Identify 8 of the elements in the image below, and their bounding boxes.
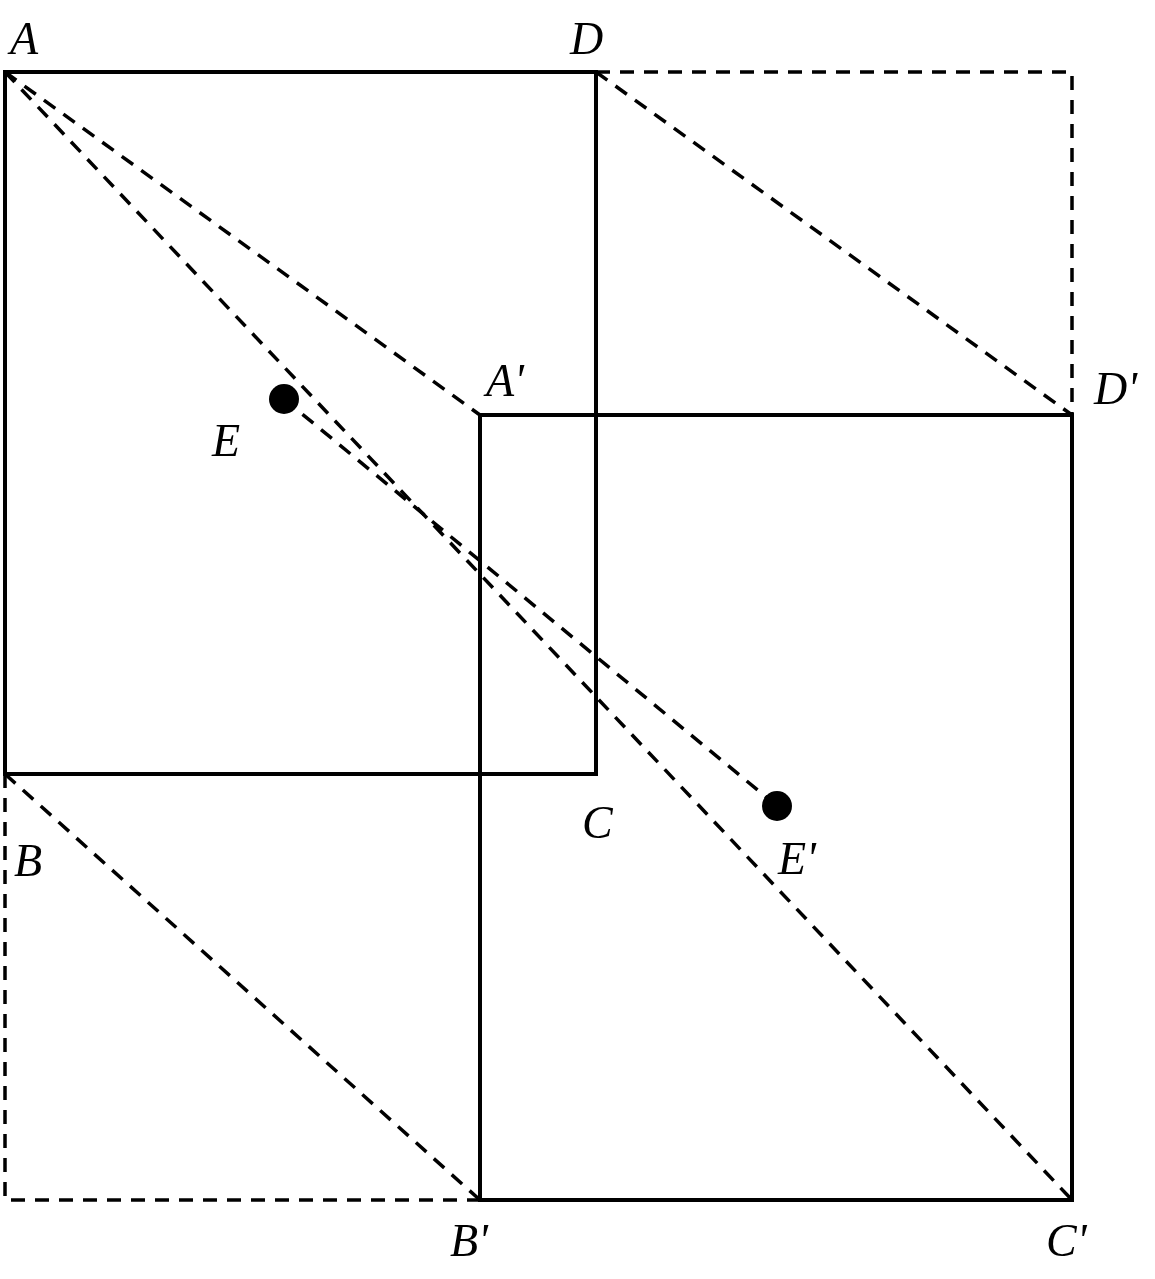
point-label: E	[212, 418, 241, 464]
point-label: D'	[1094, 366, 1138, 412]
point-label: D	[570, 16, 604, 62]
point-label: C'	[1046, 1218, 1087, 1264]
point-label: E'	[778, 836, 816, 882]
point-label: B	[14, 838, 43, 884]
point-label: B'	[450, 1218, 488, 1264]
point-label: C	[582, 800, 613, 846]
